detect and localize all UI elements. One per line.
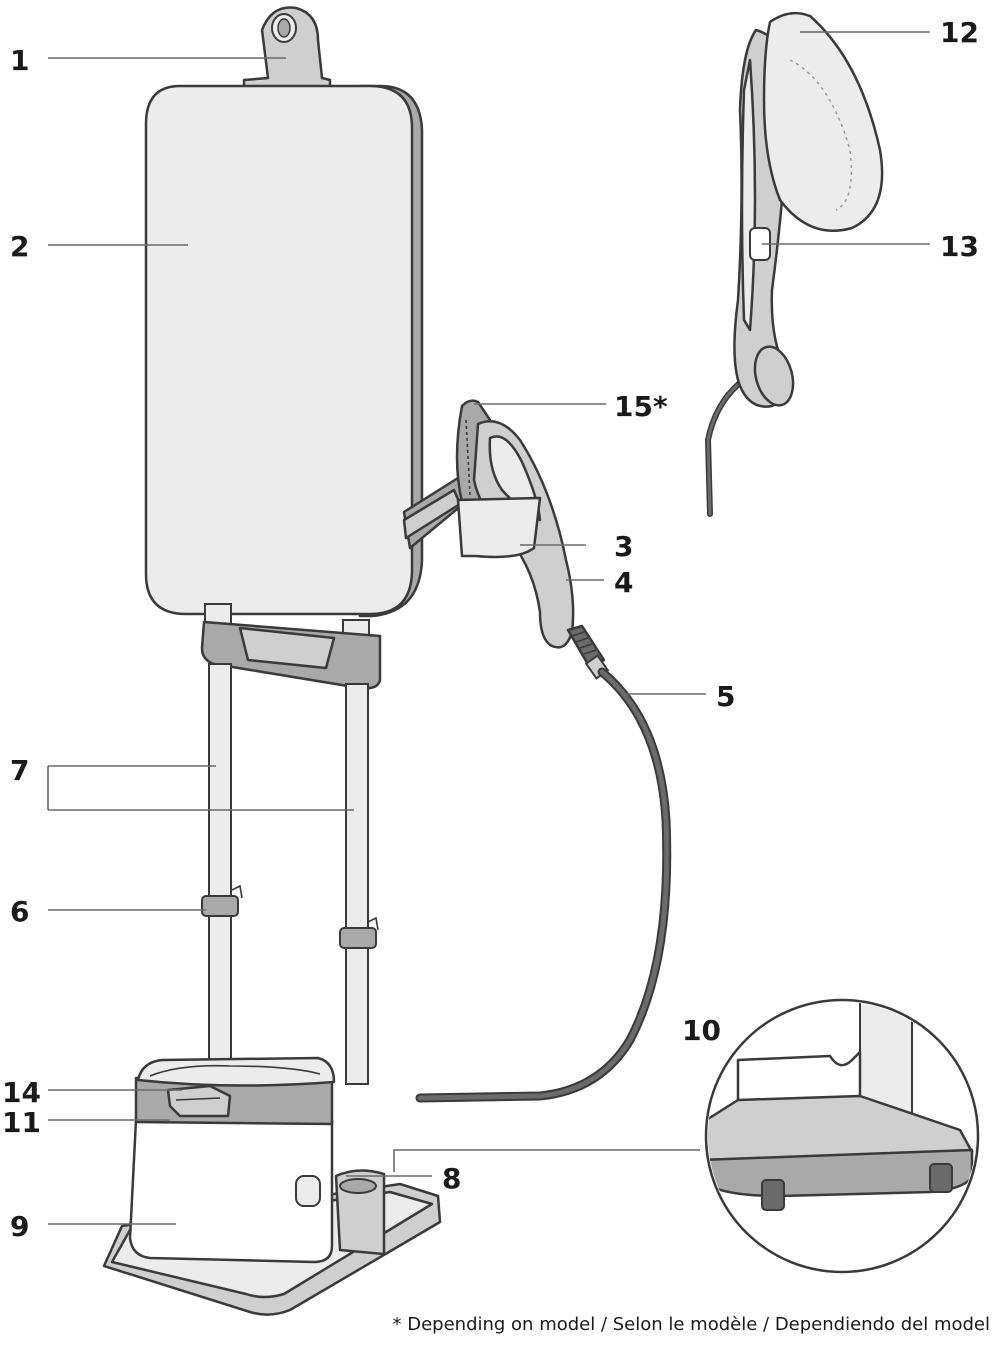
detail-inset <box>393 998 980 1274</box>
callout-11: 11 <box>2 1106 41 1139</box>
callout-2: 2 <box>10 230 29 263</box>
callout-4: 4 <box>614 566 633 599</box>
callout-15: 15* <box>614 390 668 423</box>
callout-12: 12 <box>940 16 979 49</box>
hanger-hook <box>242 6 332 94</box>
callout-6: 6 <box>10 895 29 928</box>
leader-7 <box>47 765 354 811</box>
water-tank <box>128 1056 336 1264</box>
steam-hose <box>415 667 672 1103</box>
pole-housing <box>334 1169 386 1256</box>
callout-13: 13 <box>940 230 979 263</box>
callout-1: 1 <box>10 44 29 77</box>
callout-8: 8 <box>442 1162 461 1195</box>
steamer-head <box>455 399 610 680</box>
handheld-steamer-side <box>704 11 884 517</box>
callout-3: 3 <box>614 530 633 563</box>
leader-lines <box>47 31 930 1225</box>
callout-9: 9 <box>10 1210 29 1243</box>
telescopic-poles <box>208 663 369 1085</box>
footnote: * Depending on model / Selon le modèle /… <box>393 1314 991 1335</box>
pole-clips <box>201 884 379 949</box>
callout-labels: 1 2 3 4 5 6 7 8 9 10 11 12 13 14 15* <box>2 16 979 1243</box>
garment-board <box>144 84 424 618</box>
callout-7: 7 <box>10 754 29 787</box>
callout-5: 5 <box>716 680 735 713</box>
pole-bracket <box>200 603 382 690</box>
callout-14: 14 <box>2 1076 41 1109</box>
callout-10: 10 <box>682 1014 721 1047</box>
